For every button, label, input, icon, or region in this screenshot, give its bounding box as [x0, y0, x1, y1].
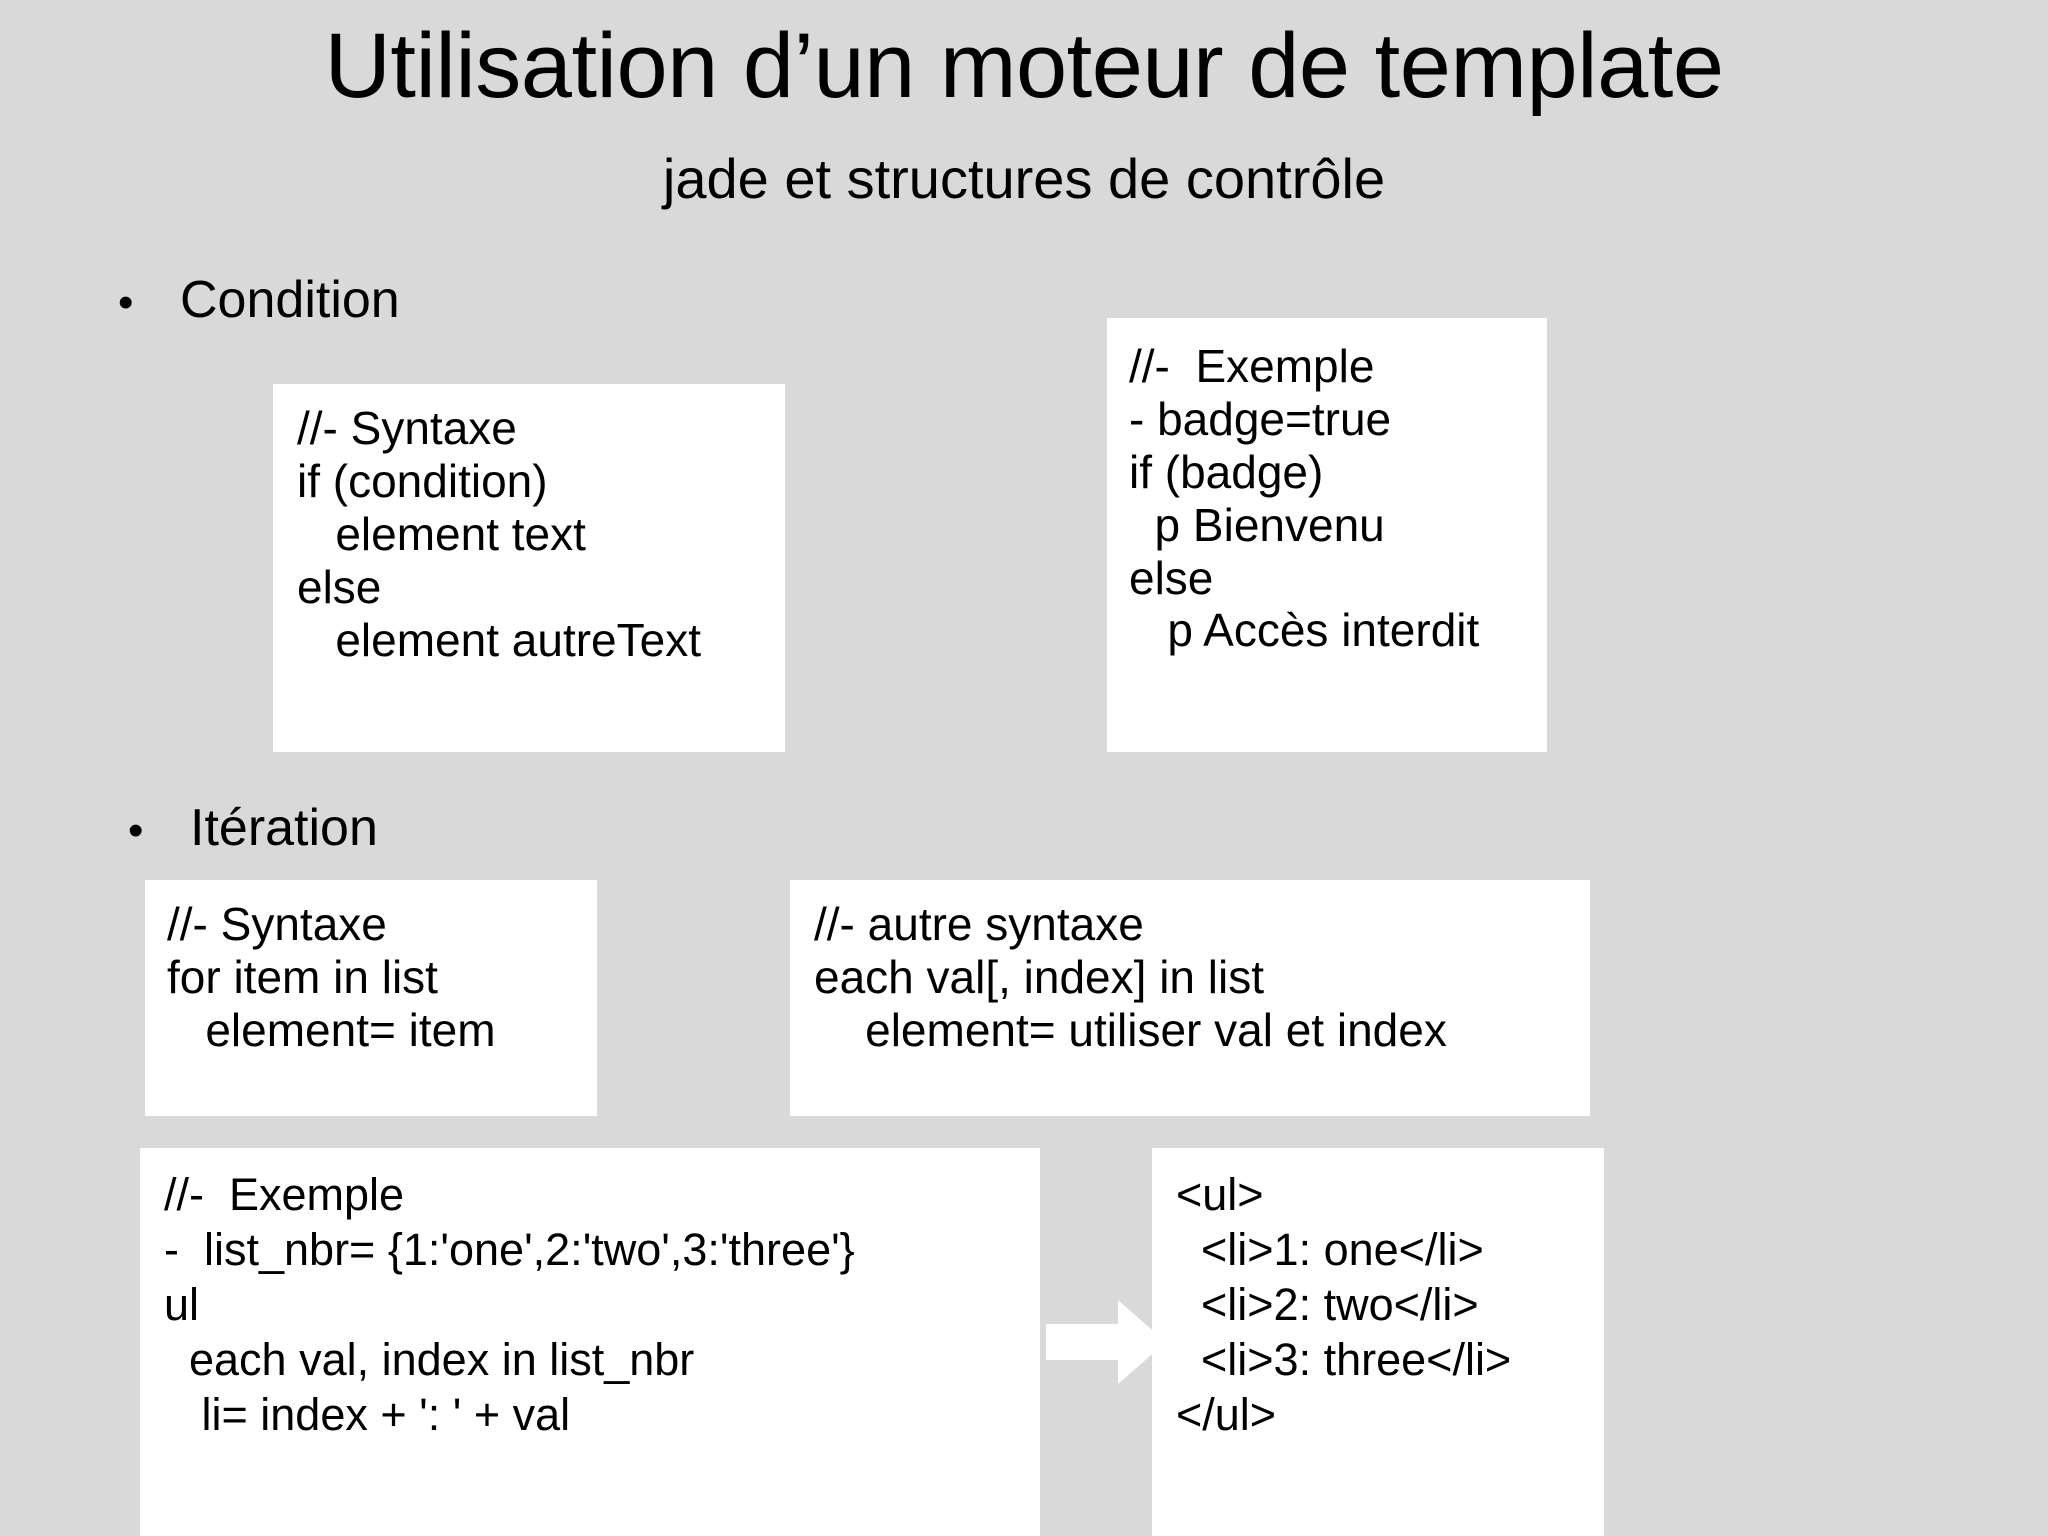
code-line: //- Syntaxe — [167, 898, 387, 950]
code-line: if (condition) — [297, 454, 548, 507]
code-box-condition-exemple: //- Exemple - badge=true if (badge) p Bi… — [1107, 318, 1547, 752]
code-line: else — [297, 560, 382, 613]
bullet-dot-icon: • — [128, 806, 144, 855]
code-line: </ul> — [1176, 1388, 1277, 1440]
code-line: <li>1: one</li> — [1176, 1223, 1484, 1275]
code-box-iteration-autre-syntaxe: //- autre syntaxe each val[, index] in l… — [790, 880, 1590, 1116]
page-subtitle: jade et structures de contrôle — [662, 147, 1386, 210]
code-line: - badge=true — [1129, 392, 1392, 445]
code-line: li= index + ': ' + val — [164, 1388, 571, 1440]
code-line: each val[, index] in list — [814, 950, 1265, 1003]
page-title: Utilisation d’un moteur de template — [324, 15, 1724, 117]
bullet-condition-label: Condition — [180, 271, 400, 329]
code-line: p Accès interdit — [1129, 604, 1480, 657]
code-line: element text — [297, 507, 586, 560]
bullet-iteration: • Itération — [128, 799, 378, 857]
arrow-right-icon — [1046, 1300, 1166, 1384]
code-line: //- autre syntaxe — [814, 898, 1144, 950]
code-box-iteration-exemple: //- Exemple - list_nbr= {1:'one',2:'two'… — [140, 1148, 1040, 1536]
code-line: element= utiliser val et index — [814, 1003, 1447, 1056]
code-line: //- Exemple — [1129, 340, 1375, 392]
code-box-condition-syntax: //- Syntaxe if (condition) element text … — [273, 384, 785, 752]
code-line: for item in list — [167, 950, 438, 1003]
code-box-iteration-output: <ul> <li>1: one</li> <li>2: two</li> <li… — [1152, 1148, 1604, 1536]
code-line: element= item — [167, 1003, 496, 1056]
code-line: //- Syntaxe — [297, 402, 517, 454]
code-line: <li>3: three</li> — [1176, 1333, 1512, 1385]
code-line: element autreText — [297, 613, 701, 666]
code-line: each val, index in list_nbr — [164, 1333, 695, 1385]
code-box-iteration-syntax: //- Syntaxe for item in list element= it… — [145, 880, 597, 1116]
code-line: //- Exemple — [164, 1169, 405, 1220]
code-line: else — [1129, 551, 1214, 604]
code-line: p Bienvenu — [1129, 498, 1385, 551]
code-line: <li>2: two</li> — [1176, 1278, 1479, 1330]
bullet-condition: • Condition — [118, 271, 400, 329]
code-line: - list_nbr= {1:'one',2:'two',3:'three'} — [164, 1223, 855, 1275]
code-line: ul — [164, 1278, 200, 1330]
code-line: if (badge) — [1129, 445, 1324, 498]
bullet-iteration-label: Itération — [190, 799, 378, 857]
code-line: <ul> — [1176, 1169, 1264, 1220]
bullet-dot-icon: • — [118, 278, 134, 327]
